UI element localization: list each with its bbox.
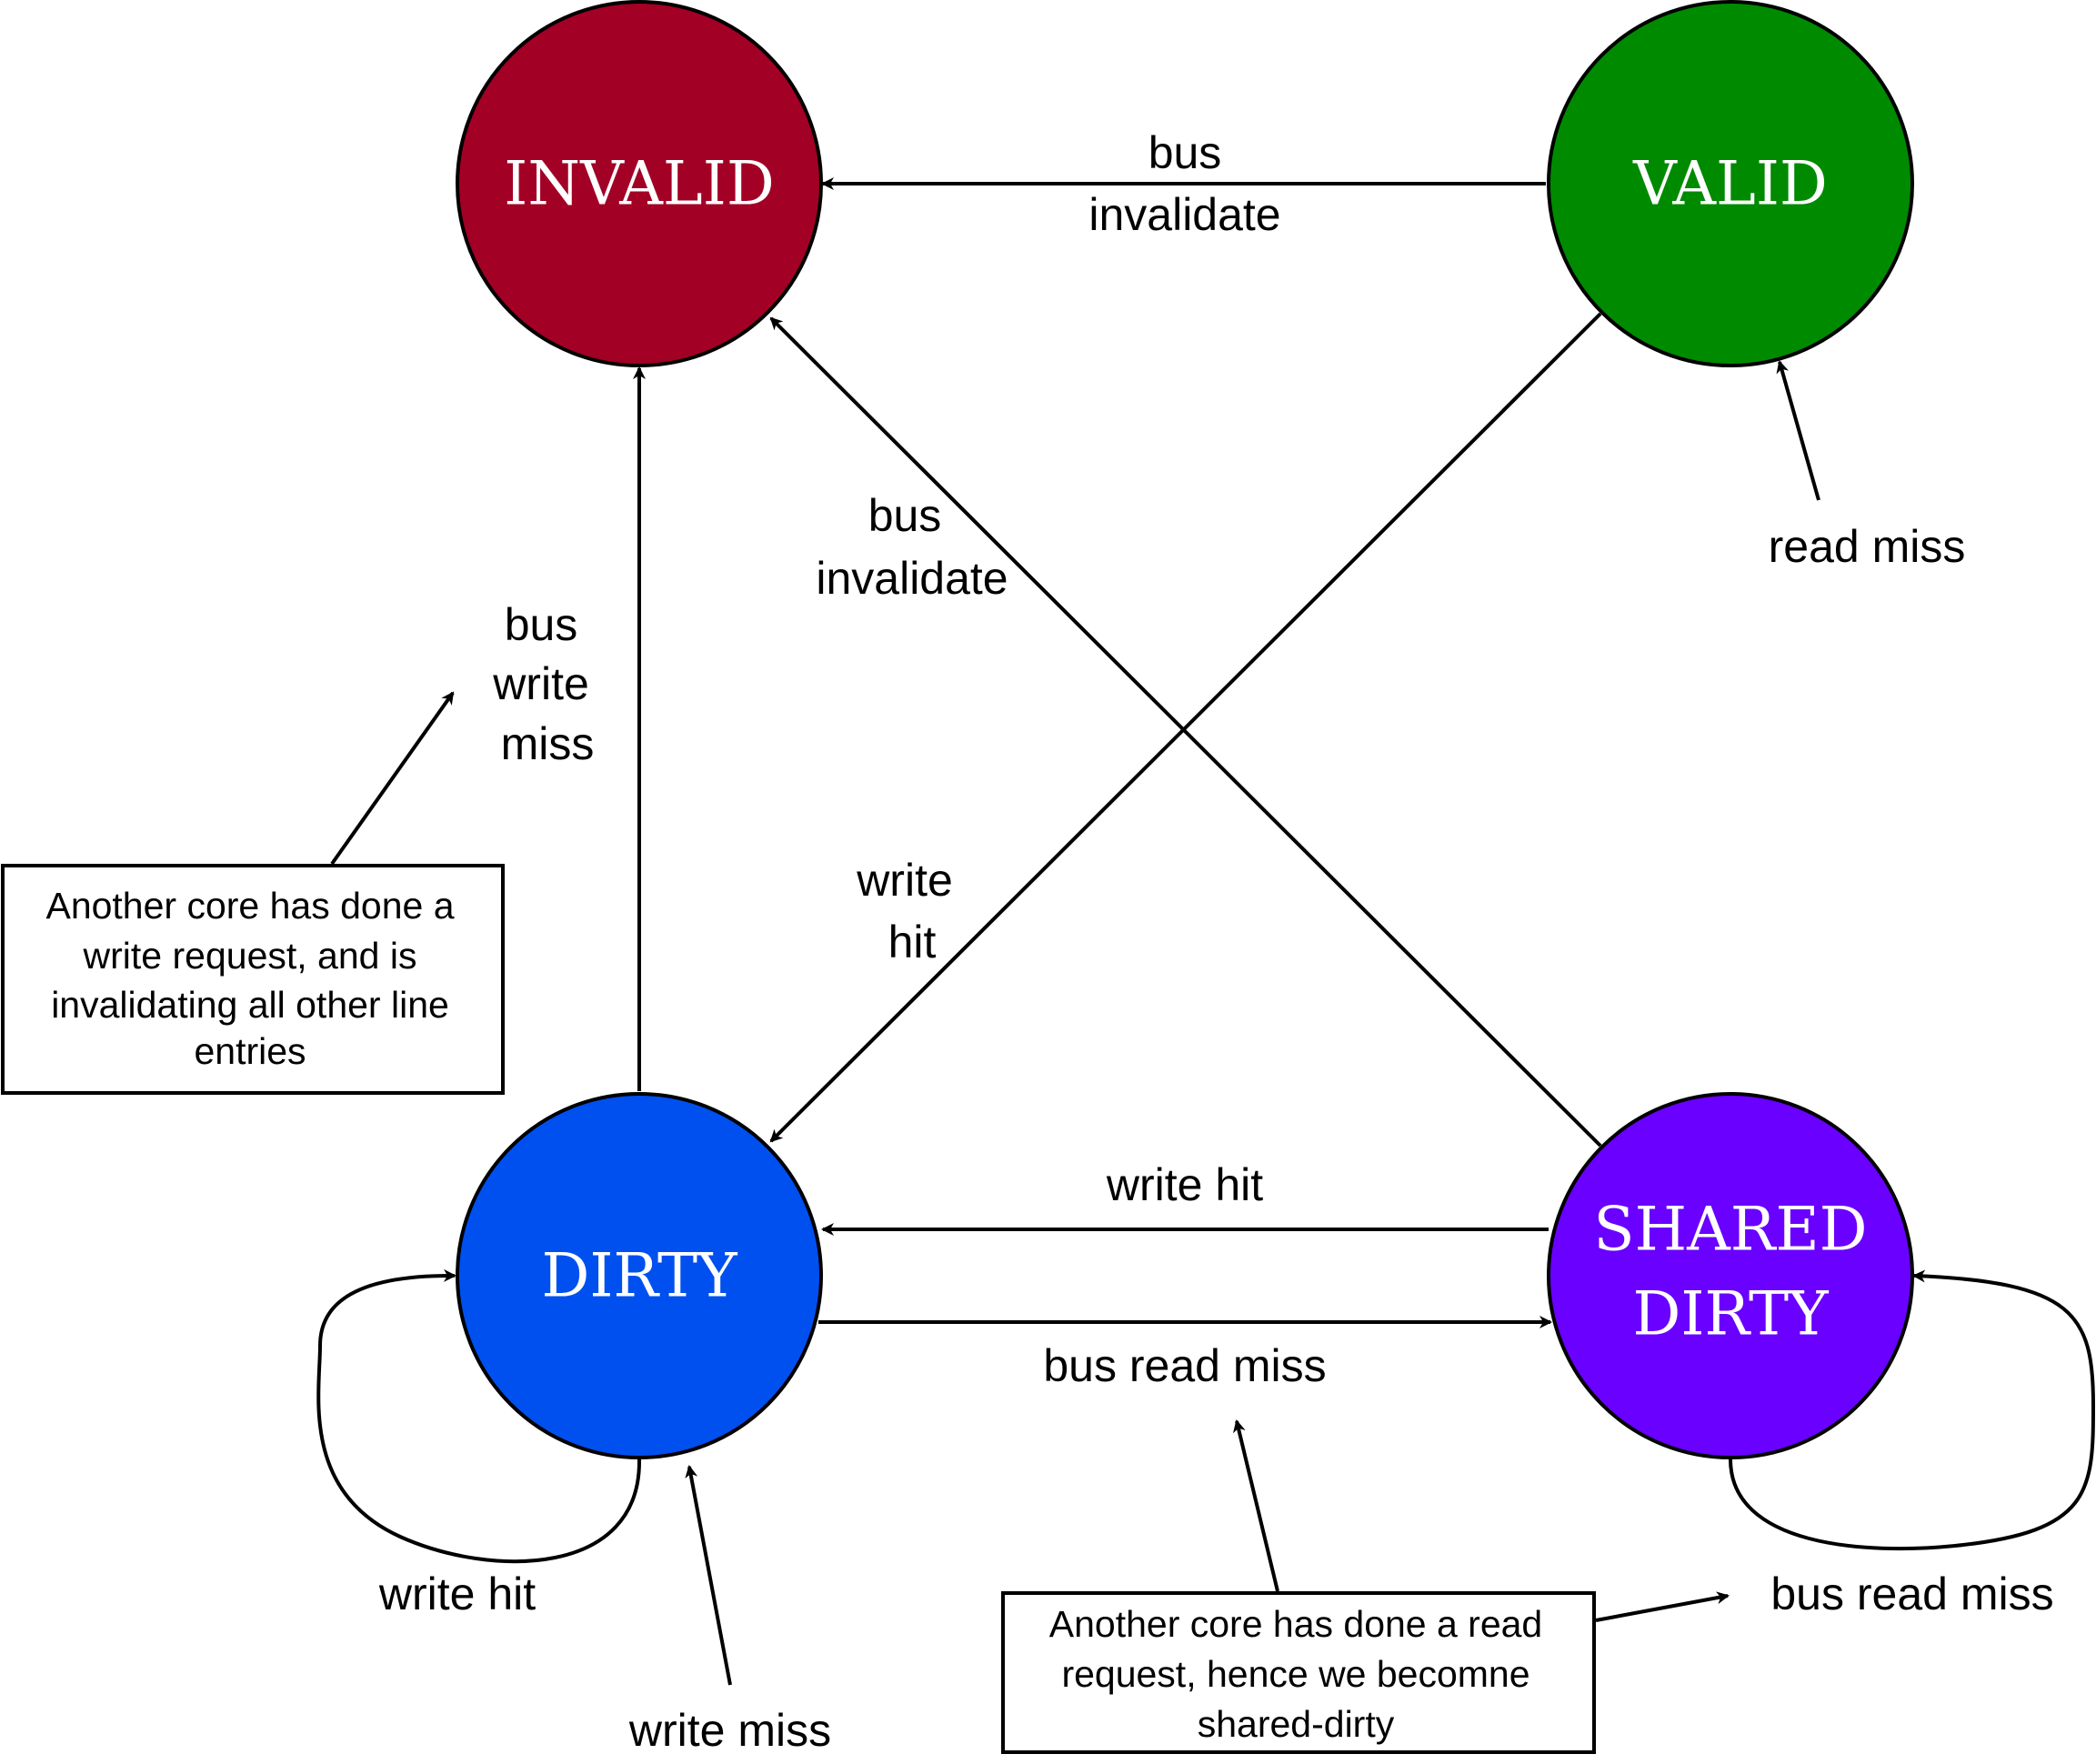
state-shared-dirty-circle	[1547, 1092, 1914, 1459]
state-dirty-label: DIRTY	[541, 1241, 738, 1311]
edge-entry-valid-read-miss	[1776, 360, 1820, 501]
read-request-note: Another core has done a read request, he…	[1001, 1591, 1596, 1754]
state-invalid-label: INVALID	[504, 149, 774, 219]
connector-read-note-to-self-loop	[1595, 1591, 1730, 1622]
edge-dirty-self-loop	[316, 1268, 642, 1564]
label-entry-dirty: write miss	[628, 1705, 831, 1756]
state-invalid: INVALID	[456, 0, 823, 367]
label-dirty-to-invalid-line2: write	[492, 658, 589, 709]
label-shared-dirty-to-invalid-line1: bus	[868, 490, 942, 541]
read-request-note-box	[1001, 1591, 1596, 1754]
write-request-note: Another core has done a write request, a…	[1, 864, 505, 1095]
label-shared-dirty-to-dirty: write hit	[1106, 1159, 1263, 1210]
label-valid-to-invalid-line2: invalidate	[1088, 189, 1280, 240]
edge-shared-dirty-to-invalid	[769, 316, 1602, 1148]
state-dirty: DIRTY	[456, 1092, 823, 1459]
connector-read-note-to-bus-read-miss	[1233, 1419, 1279, 1592]
edge-entry-dirty-write-miss	[685, 1465, 732, 1686]
state-valid: VALID	[1547, 0, 1914, 367]
edge-shared-dirty-self-loop	[1729, 1269, 2096, 1551]
state-shared-dirty-label-line2: DIRTY	[1632, 1279, 1830, 1349]
label-dirty-to-invalid-line1: bus	[505, 599, 578, 650]
write-request-note-line2: write request, and is	[83, 935, 417, 977]
label-shared-dirty-self-loop: bus read miss	[1770, 1569, 2053, 1619]
read-request-note-line1: Another core has done a read	[1049, 1603, 1543, 1645]
edge-valid-to-dirty	[769, 312, 1602, 1143]
label-dirty-self-loop: write hit	[378, 1569, 536, 1619]
state-valid-circle	[1547, 0, 1914, 367]
state-dirty-circle	[456, 1092, 823, 1459]
read-request-note-line3: shared-dirty	[1198, 1703, 1395, 1745]
write-request-note-line4: entries	[194, 1030, 306, 1072]
label-entry-valid: read miss	[1769, 521, 1966, 572]
read-request-note-line2: request, hence we becomne	[1061, 1653, 1529, 1695]
state-valid-label: VALID	[1632, 149, 1828, 219]
label-dirty-to-invalid-line3: miss	[501, 718, 595, 769]
label-valid-to-invalid-line1: bus	[1148, 127, 1222, 178]
label-valid-to-dirty-line1: write	[856, 855, 953, 906]
write-request-note-line3: invalidating all other line	[51, 984, 449, 1026]
connector-write-note	[330, 691, 455, 866]
write-request-note-line1: Another core has done a	[45, 885, 454, 927]
write-request-note-box	[1, 864, 505, 1095]
state-shared-dirty: SHARED DIRTY	[1547, 1092, 1914, 1459]
label-valid-to-dirty-line2: hit	[888, 917, 937, 967]
label-dirty-to-shared-dirty: bus read miss	[1043, 1340, 1326, 1391]
state-shared-dirty-label-line1: SHARED	[1593, 1195, 1867, 1265]
state-invalid-circle	[456, 0, 823, 367]
label-shared-dirty-to-invalid-line2: invalidate	[816, 553, 1008, 604]
